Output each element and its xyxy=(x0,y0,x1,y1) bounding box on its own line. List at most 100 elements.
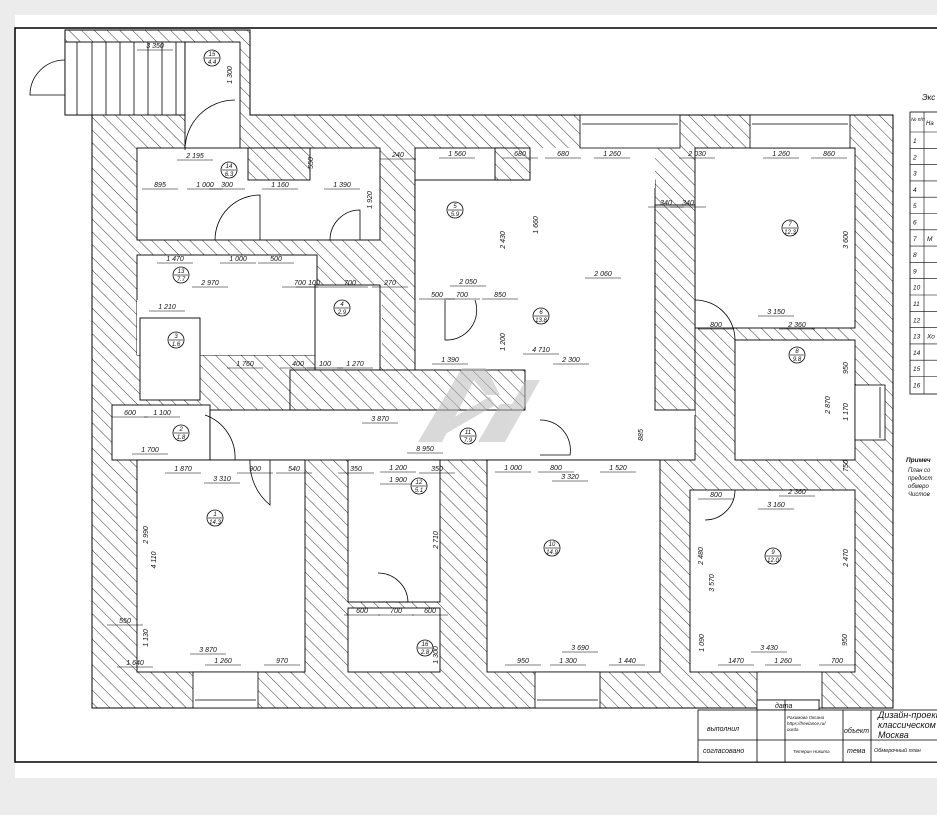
performed-by-2: https://freelance.ru/ xyxy=(787,721,826,726)
dimension-label: 3 690 xyxy=(571,645,589,652)
dimension-label: 550 xyxy=(308,157,315,169)
header-name: На xyxy=(926,121,934,127)
dimension-label: 2 990 xyxy=(143,526,150,545)
dimension-label: 2 195 xyxy=(185,153,204,160)
dimension-label: 800 xyxy=(710,322,722,329)
room-number: 6 xyxy=(539,310,543,316)
dimension-label: 1 260 xyxy=(214,658,232,665)
room-area: 5.1 xyxy=(415,488,423,494)
dimension-label: 2 870 xyxy=(825,396,832,415)
drawing-frame xyxy=(14,27,937,763)
explication-row-num: 7 xyxy=(913,236,917,243)
dimension-label: 600 xyxy=(424,608,436,615)
room-marker-5: 55.9 xyxy=(446,201,464,219)
room-marker-7: 712.3 xyxy=(781,219,799,237)
object-line-3: Москва xyxy=(878,730,909,740)
performed-by-3: ourda xyxy=(787,727,799,732)
dimension-label: 340 xyxy=(660,200,672,207)
room-marker-9: 912.0 xyxy=(764,547,782,565)
header-num: № п/п xyxy=(911,117,925,123)
dimension-label: 2 710 xyxy=(433,531,440,550)
dimension-label: 700 xyxy=(390,608,402,615)
dimension-label: 600 xyxy=(124,410,136,417)
dimension-label: 3 870 xyxy=(371,416,389,423)
room-area: 14.3 xyxy=(209,520,221,526)
dimension-label: 700 xyxy=(294,280,306,287)
room-number: 11 xyxy=(465,430,471,436)
dimension-label: 1 300 xyxy=(227,66,234,84)
dimension-label: 3 870 xyxy=(199,647,217,654)
dimension-label: 700 xyxy=(344,280,356,287)
dimension-label: 700 xyxy=(831,658,843,665)
room-area: 14.9 xyxy=(546,550,558,556)
room-marker-13: 137.7 xyxy=(172,266,190,284)
explication-row-num: 5 xyxy=(913,203,917,210)
room-number: 16 xyxy=(422,642,429,648)
room-marker-4: 42.9 xyxy=(333,299,351,317)
explication-row-name: М xyxy=(927,236,933,243)
dimension-label: 3 430 xyxy=(760,645,778,652)
note-title: Примеч xyxy=(906,457,931,464)
dimension-label: 1 660 xyxy=(533,216,540,234)
explication-row-name: Хо xyxy=(926,334,935,341)
explication-row-num: 14 xyxy=(913,350,921,357)
explication-row-num: 1 xyxy=(913,138,917,145)
note-line: План со xyxy=(908,468,931,474)
dimension-label: 860 xyxy=(823,151,835,158)
explication-row-num: 16 xyxy=(913,383,921,390)
note-line: обмеро xyxy=(908,484,929,490)
room-area: 13.8 xyxy=(535,318,547,324)
explication-title: Экс xyxy=(922,93,935,102)
dimension-label: 1 470 xyxy=(166,256,184,263)
dimension-label: 3 570 xyxy=(709,574,716,592)
room-number: 12 xyxy=(416,480,423,486)
room-number: 5 xyxy=(453,204,457,210)
room-number: 7 xyxy=(788,222,792,228)
dimension-label: 3 600 xyxy=(843,231,850,249)
dimension-label: 100 xyxy=(308,280,320,287)
dimension-label: 2 430 xyxy=(500,231,507,250)
stair-steps xyxy=(76,42,177,115)
room-area: 1.8 xyxy=(177,435,186,441)
dimension-label: 1 700 xyxy=(141,447,159,454)
dimension-label: 2 300 xyxy=(561,357,580,364)
dimension-label: 800 xyxy=(710,492,722,499)
object-label: объект xyxy=(844,727,869,735)
dimension-label: 3 320 xyxy=(561,474,579,481)
room-outlines xyxy=(64,41,856,673)
dimension-label: 1 200 xyxy=(389,465,407,472)
room-area: 2.9 xyxy=(337,310,347,316)
dimension-label: 1 260 xyxy=(603,151,621,158)
object-line-1: Дизайн-проект xyxy=(877,710,937,720)
room-number: 1 xyxy=(213,512,216,518)
dimension-label: 3 350 xyxy=(146,43,164,50)
room-area: 1.6 xyxy=(172,342,181,348)
dimension-label: 500 xyxy=(431,292,443,299)
dimension-label: 700 xyxy=(456,292,468,299)
dimension-label: 950 xyxy=(843,362,850,374)
explication-row-num: 15 xyxy=(913,366,921,373)
room-markers: 114.321.831.642.955.9613.8712.389.8912.0… xyxy=(167,49,806,657)
title-block xyxy=(697,699,937,763)
topic: Обмерочный план xyxy=(874,747,921,754)
room-number: 9 xyxy=(771,550,775,556)
staircase xyxy=(64,41,186,116)
dimension-label: 2 050 xyxy=(458,279,477,286)
dimension-label: 400 xyxy=(292,361,304,368)
dimension-label: 680 xyxy=(514,151,526,158)
dimension-label: 970 xyxy=(276,658,288,665)
room-area: 12.0 xyxy=(767,558,779,564)
performed-label: выполнил xyxy=(707,726,739,733)
dimension-label: 1 130 xyxy=(143,629,150,647)
room-marker-16: 162.8 xyxy=(416,639,434,657)
note-line: предост xyxy=(908,476,933,482)
dimension-label: 2 970 xyxy=(200,280,219,287)
room-area: 9.8 xyxy=(793,357,802,363)
dimension-label: 1 160 xyxy=(271,182,289,189)
dimension-label: 885 xyxy=(638,429,645,441)
room-marker-14: 146.3 xyxy=(220,161,238,179)
title-block-text: дата выполнил Рахимова Оксана https://fr… xyxy=(703,702,937,755)
